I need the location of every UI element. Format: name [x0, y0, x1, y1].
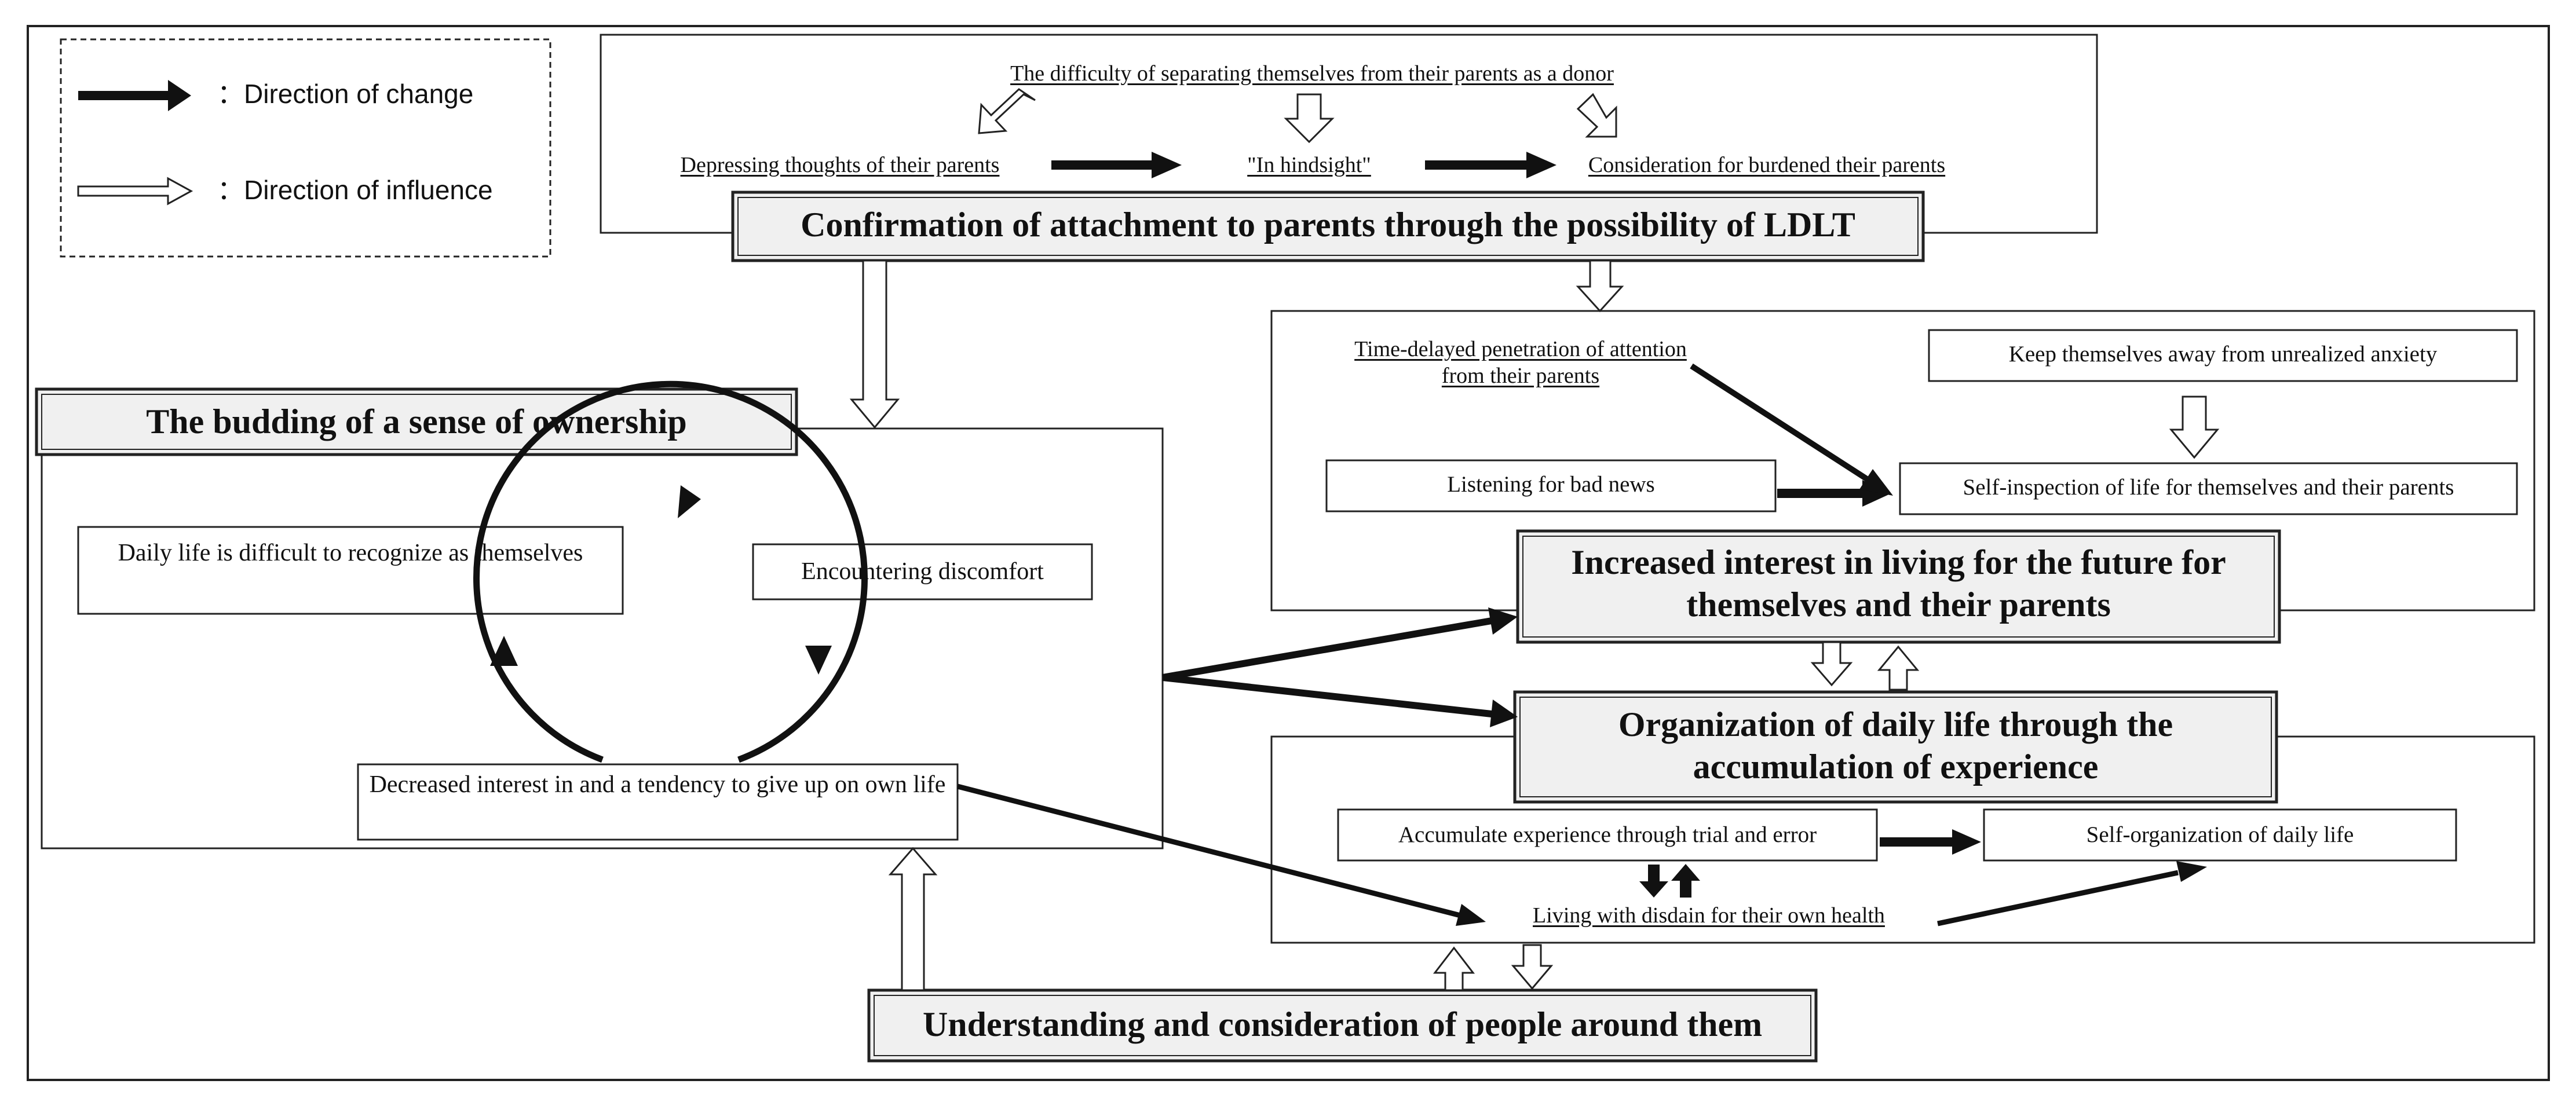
legend-change-label: ：Direction of change	[217, 79, 474, 109]
influence-arrow-difficulty-mid	[1284, 93, 1335, 144]
influence-arrow-org-to-understanding	[1511, 944, 1554, 990]
cycle-arrowhead-right	[805, 646, 832, 675]
time-delayed-label: Time-delayed penetration of attention fr…	[1354, 337, 1687, 389]
legend-influence-arrow	[77, 177, 193, 206]
self-org-label: Self-organization of daily life	[2086, 822, 2354, 847]
discomfort-label: Encountering discomfort	[801, 558, 1044, 585]
ownership-title-box	[35, 387, 798, 456]
keep-away-label: Keep themselves away from unrealized anx…	[2008, 342, 2438, 367]
consideration-label: Consideration for burdened their parents	[1588, 153, 1946, 177]
listening-box	[1325, 459, 1777, 512]
organization-title-box	[1513, 690, 2278, 804]
legend-influence-label: ：Direction of influence	[217, 175, 493, 205]
influence-arrow-understanding-up	[888, 847, 938, 991]
cycle-arrowhead-top	[678, 485, 701, 518]
understanding-title-box	[867, 988, 1818, 1063]
influence-arrow-keep-away	[2169, 395, 2220, 459]
listening-label: Listening for bad news	[1447, 472, 1655, 497]
decreased-label: Decreased interest in and a tendency to …	[369, 771, 946, 798]
discomfort-box	[752, 543, 1093, 600]
depressing-label: Depressing thoughts of their parents	[680, 153, 1000, 177]
daily-life-box	[77, 526, 624, 615]
accumulate-box	[1337, 808, 1878, 862]
cycle-arrowhead-left	[490, 636, 518, 666]
cycle-circle-arc	[473, 380, 868, 763]
future-section-title: Increased interest in living for the fut…	[1571, 543, 2226, 624]
influence-arrow-top-to-ownership	[849, 259, 900, 429]
change-lines	[956, 363, 2179, 926]
legend-change-arrow	[78, 80, 191, 111]
future-title-box	[1516, 529, 2281, 644]
accumulate-label: Accumulate experience through trial and …	[1398, 822, 1817, 847]
disdain-label: Living with disdain for their own health	[1533, 903, 1885, 928]
top-section-title: Confirmation of attachment to parents th…	[801, 206, 1855, 244]
self-org-box	[1983, 808, 2457, 862]
influence-arrow-organization-up	[1877, 645, 1920, 691]
organization-section-title: Organization of daily life through the a…	[1618, 705, 2173, 786]
self-inspection-label: Self-inspection of life for themselves a…	[1963, 475, 2454, 500]
decreased-box	[357, 763, 959, 841]
influence-arrow-top-to-future	[1576, 259, 1624, 313]
keep-away-box	[1928, 329, 2518, 382]
self-inspection-box	[1899, 462, 2518, 515]
daily-life-label: Daily life is difficult to recognize as …	[118, 540, 583, 566]
difficulty-label: The difficulty of separating themselves …	[1010, 61, 1614, 86]
hindsight-label: "In hindsight"	[1247, 153, 1371, 177]
understanding-title: Understanding and consideration of peopl…	[922, 1005, 1763, 1043]
influence-arrow-difficulty-right	[1576, 93, 1617, 138]
outer-frame	[27, 25, 2550, 1081]
ownership-section-title: The budding of a sense of ownership	[146, 402, 687, 441]
top-title-box	[731, 191, 1925, 262]
influence-arrow-difficulty-left	[978, 88, 1036, 134]
influence-arrow-future-down	[1810, 641, 1853, 687]
legend-box	[60, 38, 551, 258]
change-line-heads	[1456, 469, 2207, 926]
influence-arrow-understanding-to-org	[1433, 946, 1475, 991]
